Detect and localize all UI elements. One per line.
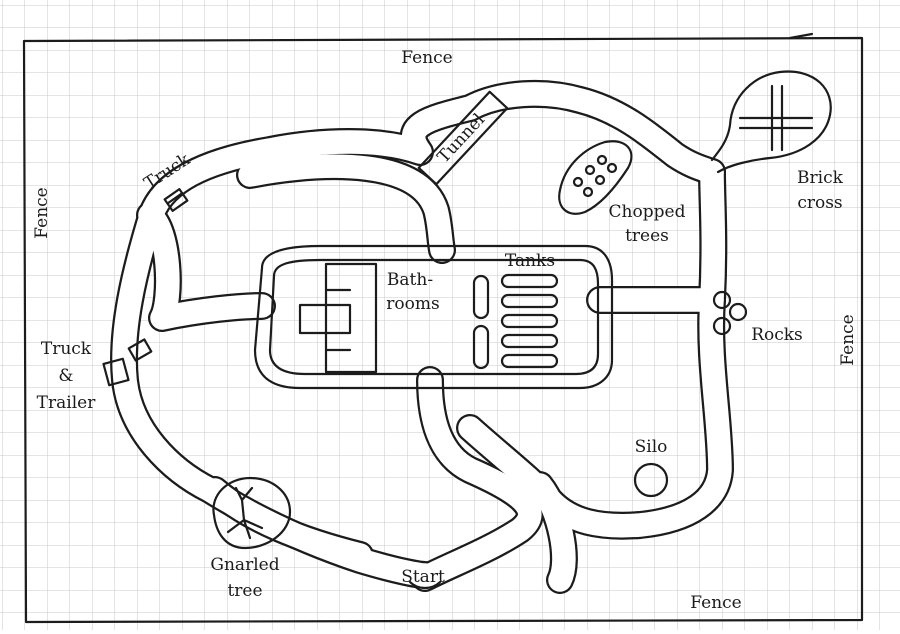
label-truck-trailer-line2: & (58, 366, 73, 386)
tanks (472, 273, 559, 370)
label-fence-left: Fence (32, 187, 52, 238)
road-fill (138, 203, 274, 330)
label-tanks: Tanks (505, 251, 555, 271)
truck-and-trailer (102, 338, 153, 387)
bathrooms-building (298, 262, 378, 374)
label-fence-top: Fence (401, 48, 452, 68)
truck-top (163, 188, 189, 212)
label-gnarled-tree-line2: tree (227, 581, 262, 601)
label-chopped-trees-line2: trees (625, 226, 669, 246)
fence-boundary (22, 32, 864, 624)
brick-cross (710, 70, 832, 174)
label-gnarled-tree-line1: Gnarled (210, 555, 279, 575)
chopped-trees (558, 140, 633, 215)
label-chopped-trees-line1: Chopped (609, 202, 686, 222)
label-truck-trailer-line1: Truck (41, 339, 92, 359)
label-start: Start (401, 567, 445, 587)
label-truck-trailer-line3: Trailer (37, 393, 97, 413)
label-brick-cross-line1: Brick (797, 168, 844, 188)
rocks (712, 290, 748, 336)
label-brick-cross-line2: cross (797, 193, 842, 213)
road-surface (112, 82, 732, 592)
silo (633, 462, 669, 498)
road-fill (413, 368, 542, 590)
label-bathrooms-line1: Bath- (387, 270, 433, 290)
road-fill (203, 478, 372, 567)
label-silo: Silo (635, 437, 668, 457)
road-fill (528, 473, 576, 592)
tunnel-marker (417, 90, 509, 186)
road-network (110, 79, 734, 594)
label-bathrooms-line2: rooms (386, 294, 439, 314)
label-fence-right: Fence (838, 314, 858, 365)
gnarled-tree (212, 476, 292, 550)
label-fence-bottom: Fence (690, 593, 741, 613)
central-compound (253, 244, 614, 390)
label-rocks: Rocks (751, 325, 803, 345)
road-fill (458, 82, 724, 184)
road-fill (238, 154, 454, 262)
start-point (408, 580, 442, 590)
